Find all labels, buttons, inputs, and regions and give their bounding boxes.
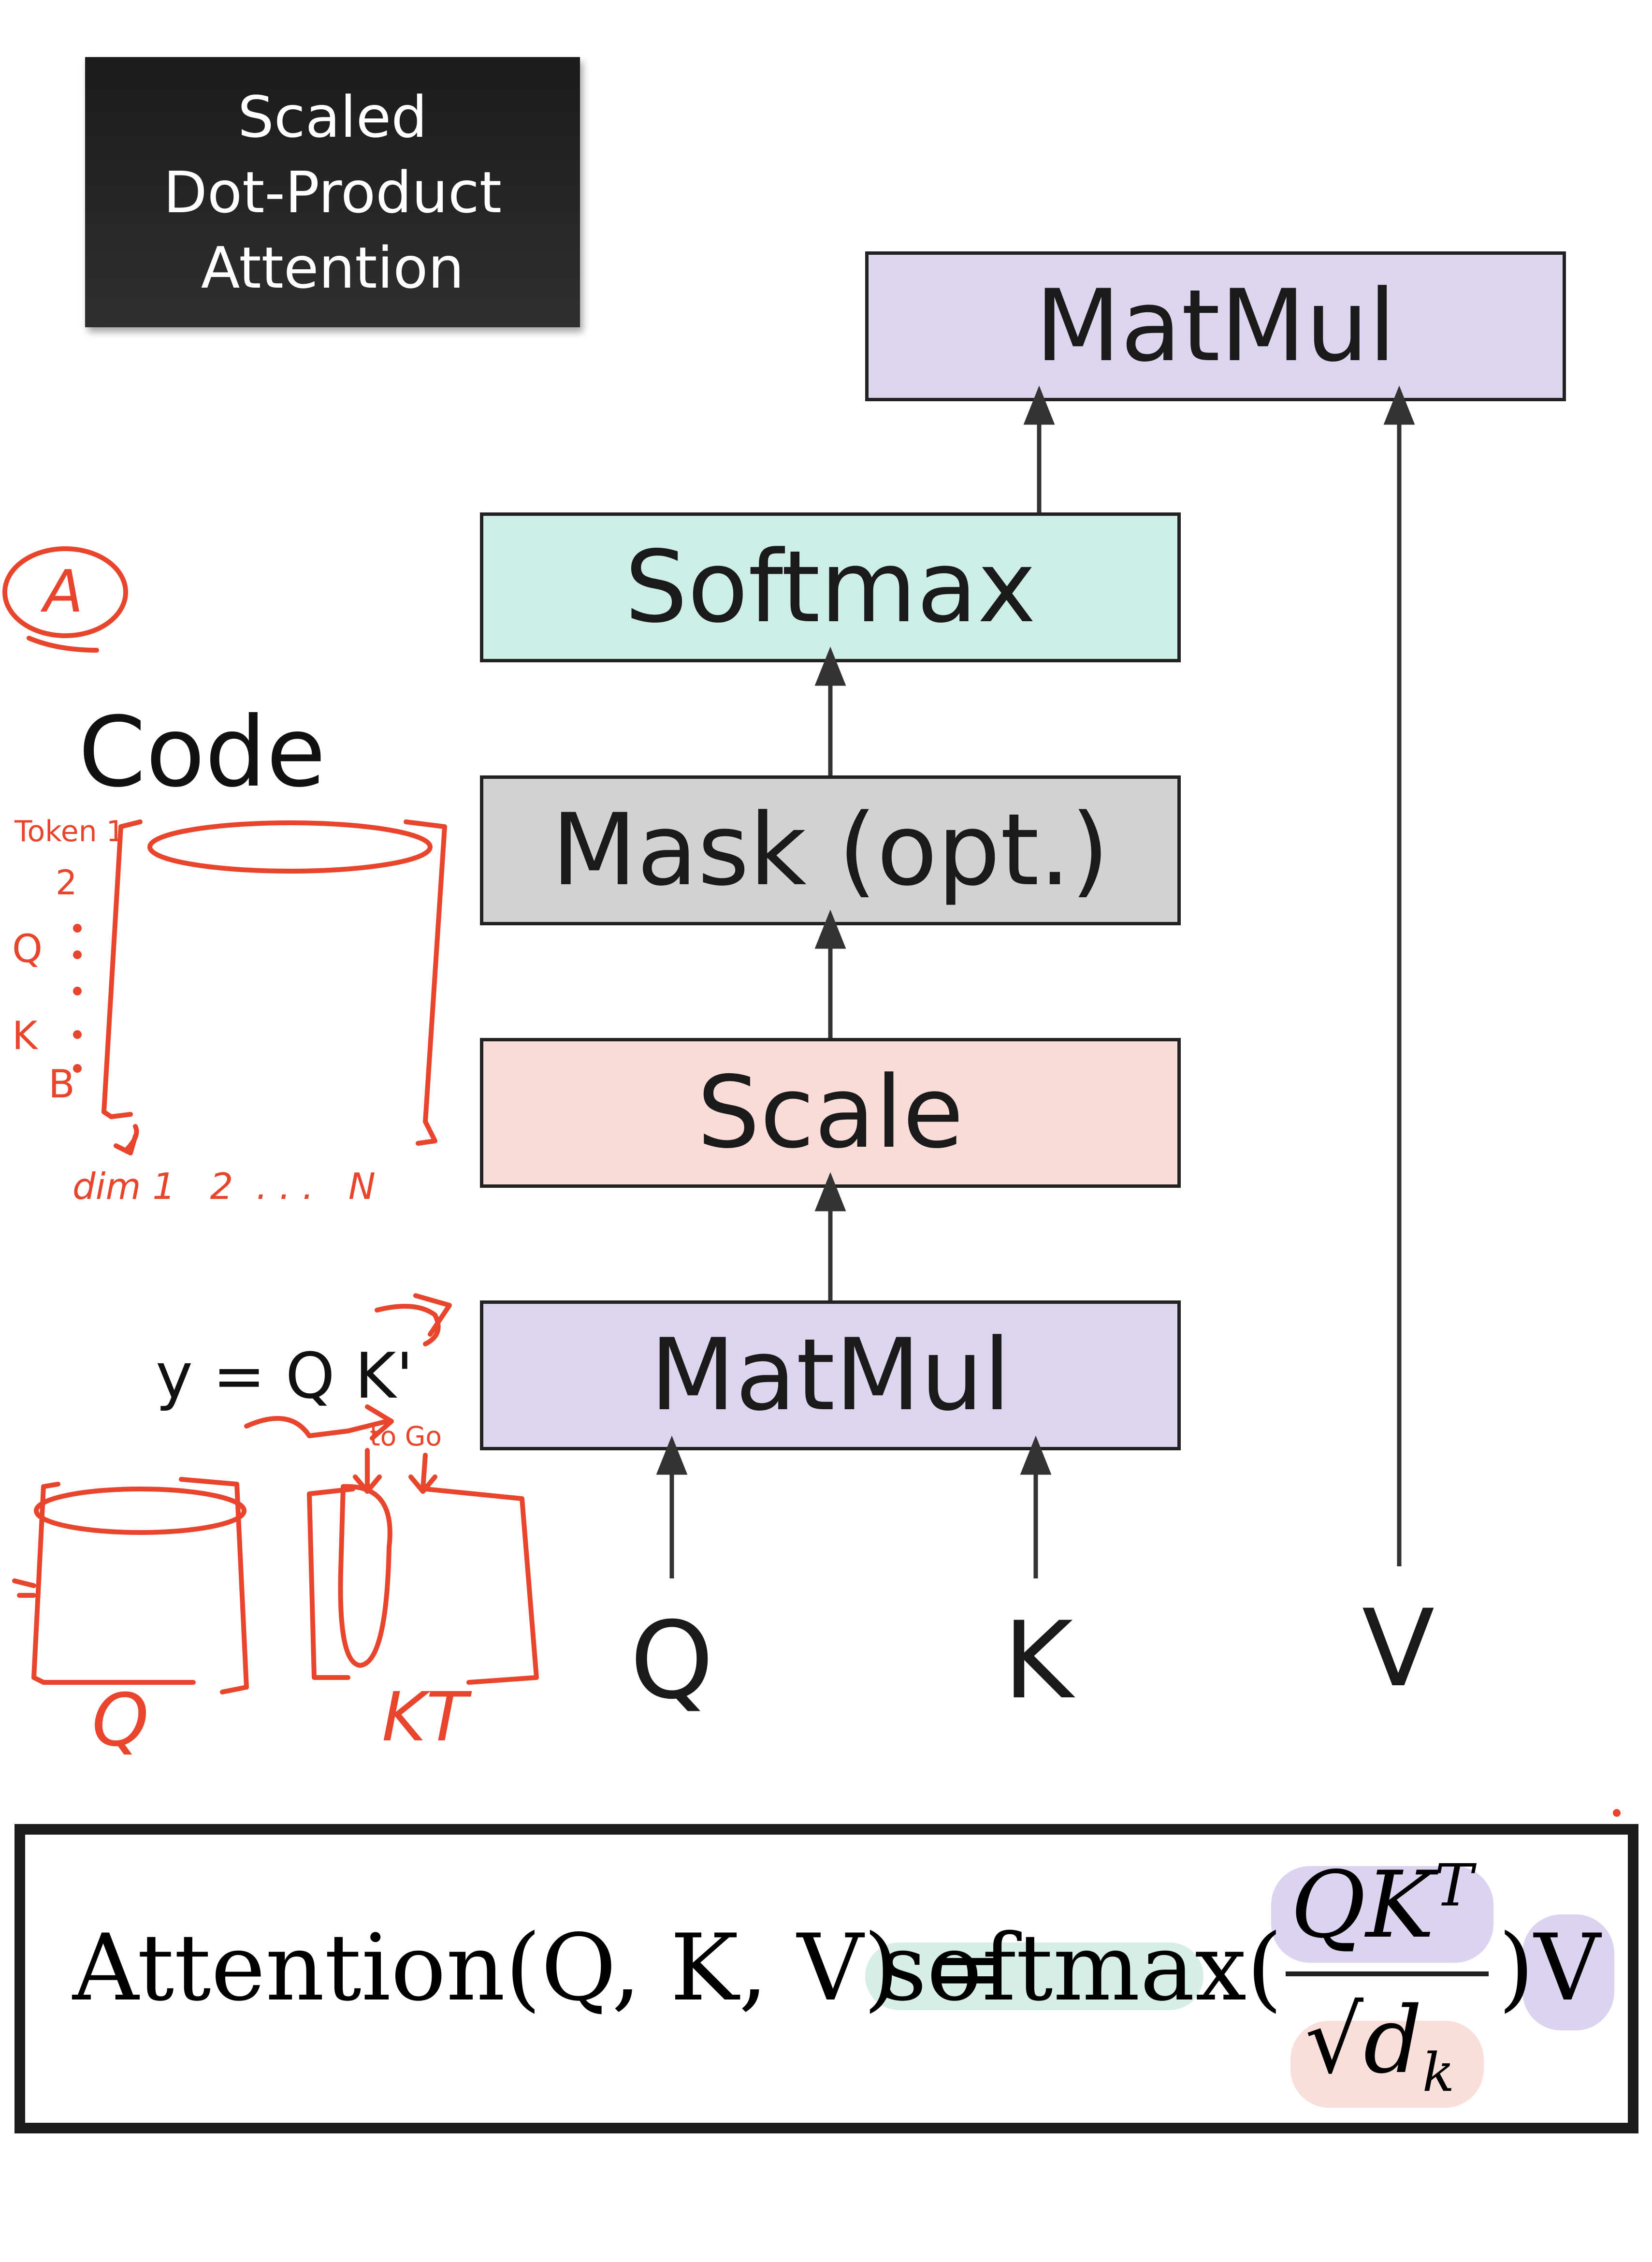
down-arrow-2: [408, 1453, 437, 1494]
to-go-label: to Go: [370, 1421, 442, 1452]
formula-denominator: √dk: [1305, 1987, 1454, 2103]
sqrt-highlight: [1290, 2021, 1484, 2108]
matrix-q-tick: [12, 1578, 36, 1598]
handwritten-labels: A Token 1 2 Q K B dim 1 2 . . . N to Go …: [12, 558, 472, 1763]
circle-mark: [2, 546, 128, 638]
underline-mark: [27, 636, 99, 653]
softmax-block: Softmax: [480, 512, 1181, 662]
matmul-top-label: MatMul: [1035, 269, 1396, 384]
matrix-kt-column: [338, 1484, 392, 1668]
flow-arrows: [656, 385, 1415, 1578]
qk-highlight: [1271, 1866, 1493, 1963]
dot-marks: [73, 924, 1621, 1817]
matrix-q-right: [179, 1477, 249, 1694]
v-highlight: [1522, 1914, 1614, 2030]
scale-label: Scale: [697, 1055, 964, 1170]
matrix-right-bracket: [404, 819, 447, 1146]
side-k-label: K: [12, 1013, 39, 1058]
matrix-q-left: [31, 1482, 196, 1685]
matrix-q-ellipse: [34, 1487, 246, 1535]
denominator-sub: k: [1422, 2042, 1455, 2103]
denominator-root: √d: [1305, 1987, 1422, 2094]
formula-close: )V: [1498, 1914, 1601, 2021]
softmax-label: Softmax: [624, 530, 1036, 645]
matrix-kt-outline: [307, 1487, 539, 1685]
equation-text: y = Q K': [156, 1339, 414, 1413]
side-q-label: Q: [12, 926, 43, 971]
dim-arrow: [114, 1124, 139, 1155]
formula-softmax: softmax(: [880, 1914, 1283, 2021]
rows-b-label: B: [48, 1062, 75, 1107]
numerator-base: QK: [1290, 1852, 1435, 1958]
mask-label: Mask (opt.): [551, 793, 1110, 908]
rows-2-label: 2: [56, 863, 77, 903]
formula-numerator: QKT: [1290, 1852, 1473, 1958]
rows-token-label: Token 1: [14, 815, 125, 848]
input-v-label: V: [1362, 1587, 1435, 1710]
fraction-bar: [1286, 1971, 1489, 1976]
softmax-highlight: [865, 1942, 1203, 2010]
matrix-q-label: Q: [92, 1678, 149, 1763]
matrix-top-ellipse: [147, 820, 433, 874]
input-k-label: K: [1003, 1599, 1073, 1722]
input-q-label: Q: [630, 1599, 714, 1722]
pointer-arrow: [375, 1293, 452, 1346]
matrix-left-bracket: [101, 819, 143, 1119]
numerator-sup: T: [1434, 1852, 1473, 1920]
circled-letter: A: [40, 558, 83, 626]
eq-bracket-arrow: [244, 1404, 394, 1441]
matrix-kt-label: KT: [382, 1678, 472, 1757]
dims-label: dim 1 2 . . . N: [72, 1165, 376, 1208]
title-text: Scaled Dot-Product Attention: [163, 83, 502, 301]
formula-lhs: Attention(Q, K, V) =: [72, 1914, 1006, 2021]
matmul-top-block: MatMul: [865, 251, 1566, 401]
handwritten-sketches: [2, 546, 539, 1694]
title-card: Scaled Dot-Product Attention: [85, 57, 580, 327]
code-heading: Code: [78, 696, 326, 809]
matmul-bottom-block: MatMul: [480, 1300, 1181, 1450]
matmul-bottom-label: MatMul: [650, 1318, 1011, 1433]
